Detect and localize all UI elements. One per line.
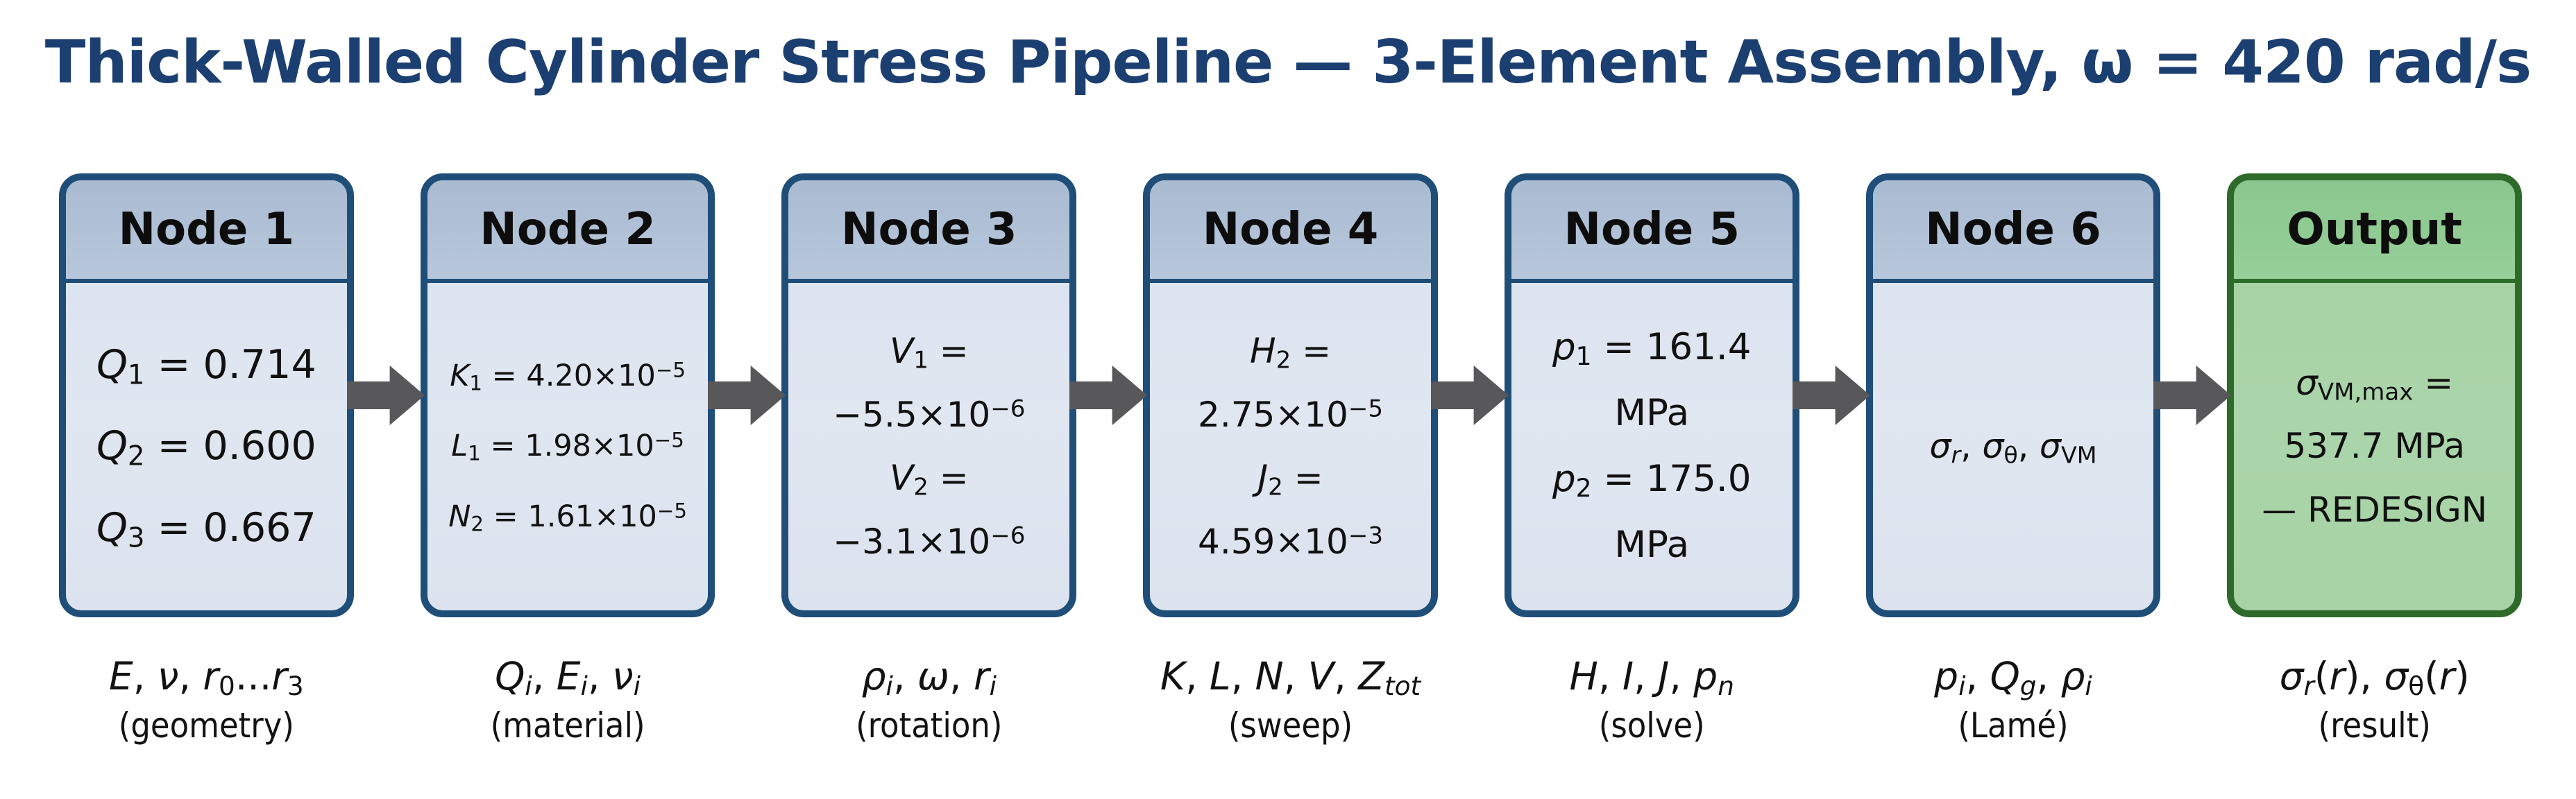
node-value-line: Q3 = 0.667 bbox=[96, 504, 316, 554]
node-value-line: MPa bbox=[1614, 392, 1690, 435]
caption-role: (geometry) bbox=[118, 705, 294, 746]
node-body: σr, σθ, σVM bbox=[1873, 283, 2154, 610]
caption-role: (sweep) bbox=[1228, 705, 1353, 746]
node-body: σVM,max = 537.7 MPa — REDESIGN bbox=[2234, 283, 2515, 610]
node-value-line: MPa bbox=[1614, 523, 1690, 566]
node-value-line: Q2 = 0.600 bbox=[96, 423, 316, 472]
node-header: Node 2 bbox=[427, 180, 709, 283]
node-value-line: V2 = bbox=[889, 458, 969, 501]
node-body: p1 = 161.4 MPa p2 = 175.0 MPa bbox=[1511, 283, 1793, 610]
node-value-line: L1 = 1.98×10−5 bbox=[451, 429, 684, 465]
node-header: Node 6 bbox=[1872, 180, 2154, 283]
node-value-line: 537.7 MPa bbox=[2284, 426, 2466, 467]
flow-arrow-icon bbox=[1792, 173, 1870, 617]
node-value-line: N2 = 1.61×10−5 bbox=[448, 499, 687, 536]
node-box: Node 5 p1 = 161.4 MPa p2 = 175.0 MPa bbox=[1504, 173, 1799, 617]
node-box: Node 3 V1 = −5.5×10−6 V2 = −3.1×10−6 bbox=[781, 173, 1077, 617]
node-header: Node 3 bbox=[788, 180, 1070, 283]
node-value-line: J2 = bbox=[1257, 458, 1323, 501]
node-value-line: V1 = bbox=[889, 331, 969, 375]
status-redesign: — REDESIGN bbox=[2262, 489, 2488, 530]
caption-role: (rotation) bbox=[856, 705, 1003, 746]
pipeline-node-5: Node 5 p1 = 161.4 MPa p2 = 175.0 MPa H, … bbox=[1504, 173, 1799, 746]
node-caption: K, L, N, V, Ztot (sweep) bbox=[1143, 654, 1438, 746]
flow-arrow-icon bbox=[708, 173, 786, 617]
node-value-line: K1 = 4.20×10−5 bbox=[450, 358, 686, 395]
pipeline-row: Node 1 Q1 = 0.714 Q2 = 0.600 Q3 = 0.667 … bbox=[59, 173, 2523, 746]
caption-variables: σr(r), σθ(r) bbox=[2279, 654, 2470, 702]
pipeline-node-output: Output σVM,max = 537.7 MPa — REDESIGN σr… bbox=[2227, 173, 2523, 746]
node-box: Node 2 K1 = 4.20×10−5 L1 = 1.98×10−5 N2 … bbox=[420, 173, 715, 617]
caption-variables: pi, Qg, ρi bbox=[1934, 654, 2092, 702]
node-caption: σr(r), σθ(r) (result) bbox=[2227, 654, 2522, 746]
flow-arrow-icon bbox=[1069, 173, 1148, 617]
node-box: Node 1 Q1 = 0.714 Q2 = 0.600 Q3 = 0.667 bbox=[59, 173, 354, 617]
flow-arrow-icon bbox=[1430, 173, 1509, 617]
caption-role: (Lamé) bbox=[1958, 705, 2069, 746]
caption-role: (material) bbox=[490, 705, 645, 746]
node-value-line: σVM,max = bbox=[2296, 362, 2454, 406]
node-body: K1 = 4.20×10−5 L1 = 1.98×10−5 N2 = 1.61×… bbox=[427, 283, 709, 610]
node-header: Node 4 bbox=[1150, 180, 1431, 283]
node-header: Node 1 bbox=[66, 180, 347, 283]
caption-role: (result) bbox=[2318, 705, 2431, 746]
flow-arrow-icon bbox=[2153, 173, 2232, 617]
caption-variables: H, I, J, pn bbox=[1569, 654, 1734, 702]
node-value-line: σr, σθ, σVM bbox=[1929, 426, 2097, 469]
node-caption: H, I, J, pn (solve) bbox=[1505, 654, 1799, 746]
node-value-line: H2 = bbox=[1249, 331, 1332, 375]
node-caption: pi, Qg, ρi (Lamé) bbox=[1866, 654, 2161, 746]
node-value-line: p1 = 161.4 bbox=[1552, 326, 1752, 372]
output-box: Output σVM,max = 537.7 MPa — REDESIGN bbox=[2227, 173, 2523, 617]
node-header: Node 5 bbox=[1511, 180, 1793, 283]
node-body: H2 = 2.75×10−5 J2 = 4.59×10−3 bbox=[1150, 283, 1431, 610]
node-header: Output bbox=[2234, 180, 2516, 283]
node-caption: Qi, Ei, νi (material) bbox=[421, 654, 715, 746]
node-value-line: 4.59×10−3 bbox=[1198, 521, 1383, 562]
node-body: V1 = −5.5×10−6 V2 = −3.1×10−6 bbox=[788, 283, 1069, 610]
caption-variables: E, ν, r0...r3 bbox=[108, 654, 304, 702]
node-box: Node 6 σr, σθ, σVM bbox=[1865, 173, 2161, 617]
node-value-line: −3.1×10−6 bbox=[833, 521, 1026, 562]
pipeline-node-6: Node 6 σr, σθ, σVM pi, Qg, ρi (Lamé) bbox=[1865, 173, 2161, 746]
node-caption: E, ν, r0...r3 (geometry) bbox=[59, 654, 354, 746]
caption-role: (solve) bbox=[1598, 705, 1705, 746]
caption-variables: Qi, Ei, νi bbox=[495, 654, 641, 702]
node-body: Q1 = 0.714 Q2 = 0.600 Q3 = 0.667 bbox=[66, 283, 347, 610]
flow-arrow-icon bbox=[346, 173, 425, 617]
pipeline-node-1: Node 1 Q1 = 0.714 Q2 = 0.600 Q3 = 0.667 … bbox=[59, 173, 354, 746]
node-value-line: −5.5×10−6 bbox=[833, 394, 1026, 435]
caption-variables: ρi, ω, ri bbox=[861, 654, 997, 702]
caption-variables: K, L, N, V, Ztot bbox=[1160, 654, 1421, 702]
node-value-line: 2.75×10−5 bbox=[1198, 394, 1383, 435]
pipeline-node-2: Node 2 K1 = 4.20×10−5 L1 = 1.98×10−5 N2 … bbox=[420, 173, 715, 746]
pipeline-node-3: Node 3 V1 = −5.5×10−6 V2 = −3.1×10−6 ρi,… bbox=[781, 173, 1077, 746]
node-value-line: Q1 = 0.714 bbox=[96, 341, 316, 391]
pipeline-node-4: Node 4 H2 = 2.75×10−5 J2 = 4.59×10−3 K, … bbox=[1143, 173, 1438, 746]
page-title: Thick-Walled Cylinder Stress Pipeline — … bbox=[44, 28, 2532, 97]
node-value-line: p2 = 175.0 bbox=[1552, 458, 1752, 503]
node-caption: ρi, ω, ri (rotation) bbox=[781, 654, 1076, 746]
node-box: Node 4 H2 = 2.75×10−5 J2 = 4.59×10−3 bbox=[1143, 173, 1438, 617]
